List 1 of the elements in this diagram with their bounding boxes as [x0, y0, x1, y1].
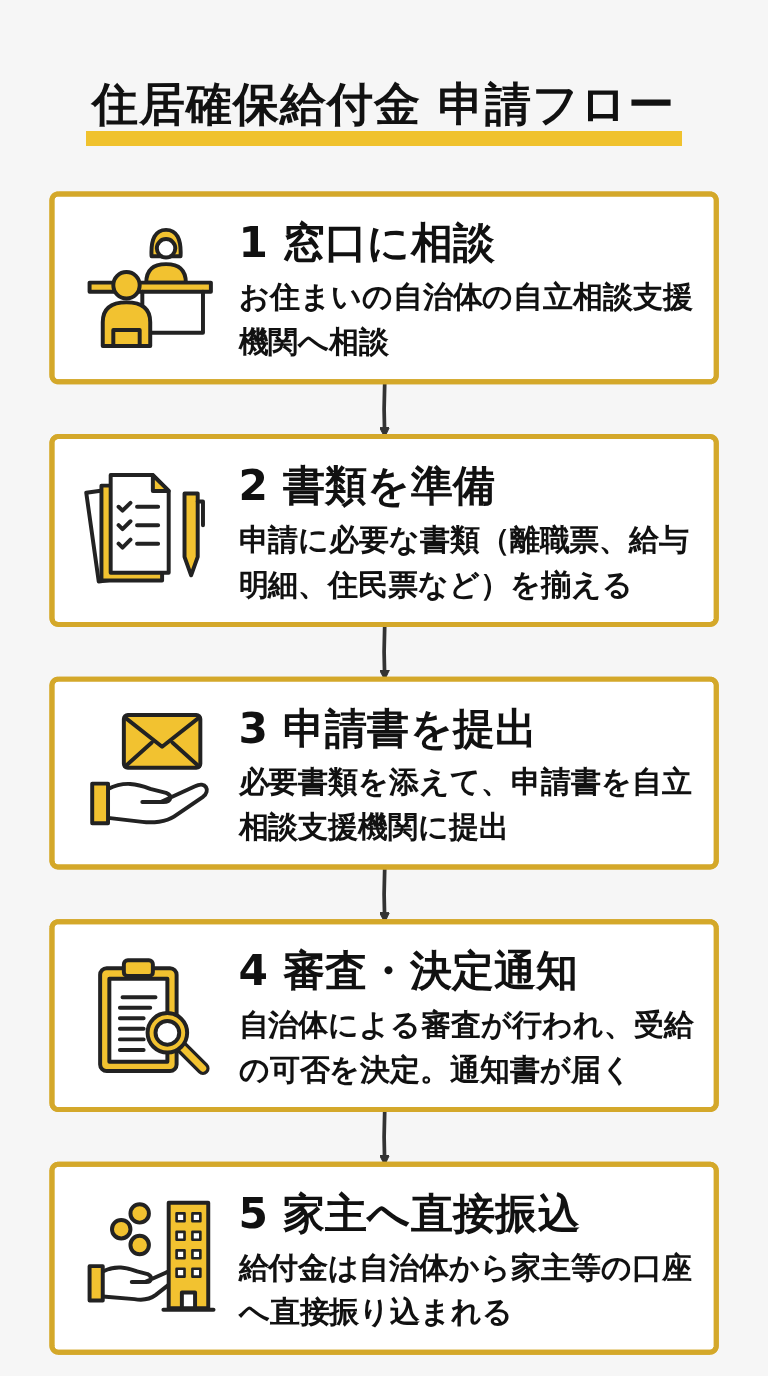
title: 住居確保給付金 申請フロー: [86, 78, 682, 146]
